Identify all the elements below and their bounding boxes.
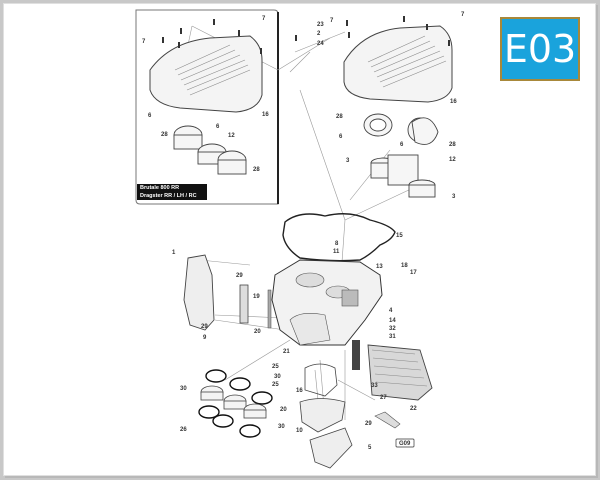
callout-26[interactable]: 26 <box>180 427 187 433</box>
callout-28[interactable]: 28 <box>336 114 343 120</box>
callout-2[interactable]: 2 <box>317 31 321 37</box>
reference-box-g09[interactable] <box>395 438 415 448</box>
callout-16[interactable]: 16 <box>450 99 457 105</box>
callout-28[interactable]: 28 <box>449 142 456 148</box>
callout-27[interactable]: 27 <box>380 395 387 401</box>
callout-33[interactable]: 33 <box>371 383 378 389</box>
callout-11[interactable]: 11 <box>333 249 340 255</box>
callout-9[interactable]: 9 <box>203 335 207 341</box>
callout-29[interactable]: 29 <box>201 324 208 330</box>
cam-cover <box>343 25 453 103</box>
callout-6[interactable]: 6 <box>148 113 152 119</box>
callout-7[interactable]: 7 <box>461 12 465 18</box>
left-duct <box>183 254 215 331</box>
bracket <box>374 411 401 429</box>
callout-7[interactable]: 7 <box>330 18 334 24</box>
inset-throttle-bodies <box>173 125 247 175</box>
lower-cover <box>309 427 353 469</box>
callout-13[interactable]: 13 <box>376 264 383 270</box>
callout-32[interactable]: 32 <box>389 326 396 332</box>
callout-5[interactable]: 5 <box>368 445 372 451</box>
callout-21[interactable]: 21 <box>283 349 290 355</box>
callout-24[interactable]: 24 <box>317 41 324 47</box>
callout-30[interactable]: 30 <box>274 374 281 380</box>
diagram-frame <box>3 3 596 476</box>
callout-12[interactable]: 12 <box>228 133 235 139</box>
callout-20[interactable]: 20 <box>280 407 287 413</box>
variant-label: Brutale 800 RR Dragster RR / LH / RC <box>137 184 207 200</box>
callout-6[interactable]: 6 <box>216 124 220 130</box>
callout-16[interactable]: 16 <box>296 388 303 394</box>
callout-29[interactable]: 29 <box>236 273 243 279</box>
callout-7[interactable]: 7 <box>142 39 146 45</box>
callout-6[interactable]: 6 <box>400 142 404 148</box>
inset-cam-cover <box>149 35 263 113</box>
callout-30[interactable]: 30 <box>278 424 285 430</box>
intake-ducts <box>363 113 439 198</box>
airbox-body <box>271 259 383 346</box>
callout-19[interactable]: 19 <box>253 294 260 300</box>
callout-28[interactable]: 28 <box>161 132 168 138</box>
callout-6[interactable]: 6 <box>339 134 343 140</box>
gasket <box>282 213 396 262</box>
callout-28[interactable]: 28 <box>253 167 260 173</box>
reference-label: G09 <box>399 441 411 447</box>
callout-15[interactable]: 15 <box>396 233 403 239</box>
callout-25[interactable]: 25 <box>272 382 279 388</box>
o-rings <box>198 369 273 438</box>
callout-29[interactable]: 29 <box>365 421 372 427</box>
callout-7[interactable]: 7 <box>262 16 266 22</box>
spring-part <box>352 340 360 370</box>
callout-3[interactable]: 3 <box>452 194 456 200</box>
air-filter <box>367 344 433 401</box>
section-code-badge: E03 <box>500 17 580 81</box>
callout-10[interactable]: 10 <box>296 428 303 434</box>
callout-18[interactable]: 18 <box>401 263 408 269</box>
callout-8[interactable]: 8 <box>335 241 339 247</box>
callout-12[interactable]: 12 <box>449 157 456 163</box>
callout-14[interactable]: 14 <box>389 318 396 324</box>
callout-1[interactable]: 1 <box>172 250 176 256</box>
callout-20[interactable]: 20 <box>254 329 261 335</box>
variant-line-2: Dragster RR / LH / RC <box>140 192 197 199</box>
variant-line-1: Brutale 800 RR <box>140 185 180 191</box>
callout-3[interactable]: 3 <box>346 158 350 164</box>
callout-31[interactable]: 31 <box>389 334 396 340</box>
callout-16[interactable]: 16 <box>262 112 269 118</box>
callout-30[interactable]: 30 <box>180 386 187 392</box>
callout-25[interactable]: 25 <box>272 364 279 370</box>
callout-22[interactable]: 22 <box>410 406 417 412</box>
callout-23[interactable]: 23 <box>317 22 324 28</box>
callout-17[interactable]: 17 <box>410 270 417 276</box>
callout-4[interactable]: 4 <box>389 308 393 314</box>
